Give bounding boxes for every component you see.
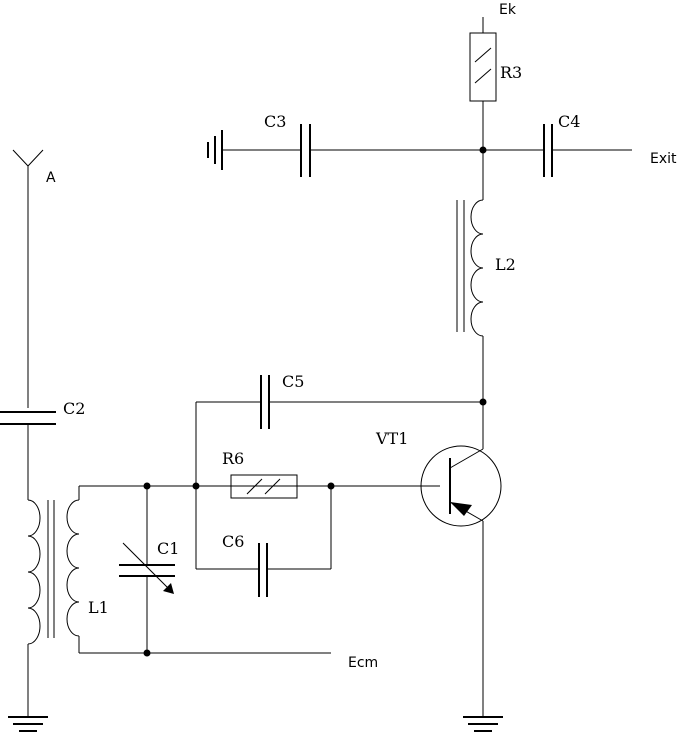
capacitor-c2 [0, 411, 56, 500]
ground-symbol-right [463, 716, 503, 732]
junction-dot [192, 482, 200, 490]
vt1-label: VT1 [375, 429, 408, 448]
r6-label: R6 [222, 449, 244, 468]
r3-label: R3 [500, 63, 522, 82]
c2-label: C2 [63, 399, 85, 418]
transformer-l1 [27, 486, 80, 716]
exit-label: Exit [650, 151, 677, 167]
junction-dot [479, 398, 487, 406]
resistor-r6 [230, 474, 298, 499]
capacitor-c6 [196, 543, 331, 597]
ground-symbol-c3 [207, 130, 223, 170]
inductor-l2 [456, 150, 484, 402]
variable-capacitor-c1 [119, 486, 175, 653]
capacitor-c3 [222, 124, 483, 177]
c4-label: C4 [558, 112, 580, 131]
junction-dot [479, 146, 487, 154]
supply-label: Ek [499, 2, 517, 18]
junction-dot [143, 649, 151, 657]
l2-label: L2 [495, 255, 516, 274]
c1-label: C1 [157, 539, 179, 558]
capacitor-c5 [196, 375, 483, 429]
bias-label: Ecm [348, 655, 378, 671]
l1-label: L1 [88, 598, 109, 617]
capacitor-c4 [483, 124, 632, 177]
junction-dot [327, 482, 335, 490]
c6-label: C6 [222, 532, 244, 551]
ground-symbol-left [8, 716, 48, 732]
c5-label: C5 [282, 372, 304, 391]
antenna-label: A [46, 170, 56, 186]
c3-label: C3 [264, 112, 286, 131]
antenna [12, 149, 44, 408]
resistor-r3 [469, 17, 497, 150]
transistor-vt1 [420, 402, 502, 716]
junction-dot [143, 482, 151, 490]
